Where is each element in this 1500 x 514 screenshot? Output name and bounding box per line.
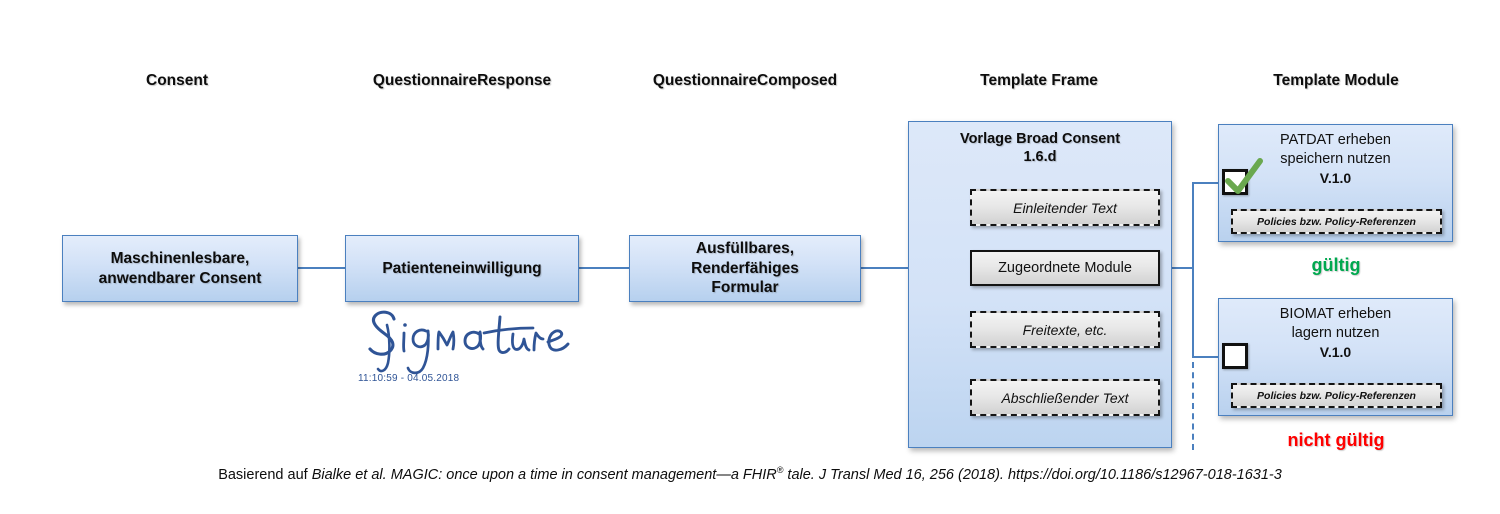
validity-label-patdat: gültig <box>1311 255 1361 275</box>
slot-label: Zugeordnete Module <box>998 260 1132 276</box>
connector-to-biomat <box>1192 356 1220 358</box>
footer-em-dash: — <box>716 466 731 483</box>
registered-mark: ® <box>776 465 784 475</box>
footer-citation: Basierend auf Bialke et al. MAGIC: once … <box>218 465 1282 483</box>
module-policy-slot[interactable]: Policies bzw. Policy-Referenzen <box>1231 383 1442 408</box>
validity-label-biomat: nicht gültig <box>1287 430 1385 450</box>
footer-citation-part-3: tale. J Transl Med 16, 256 (2018). https… <box>783 466 1282 483</box>
module-patdat[interactable]: PATDAT erheben speichern nutzen V.1.0 Po… <box>1218 124 1453 242</box>
frame-slot-closing-text[interactable]: Abschließender Text <box>970 379 1160 416</box>
frame-slot-free-text[interactable]: Freitexte, etc. <box>970 311 1160 348</box>
policy-label: Policies bzw. Policy-Referenzen <box>1257 389 1416 402</box>
slot-label: Einleitender Text <box>1013 199 1117 216</box>
column-header-template-frame: Template Frame <box>980 72 1098 89</box>
handwritten-signature-icon <box>368 310 570 375</box>
node-label: Ausfüllbares, Renderfähiges Formular <box>691 239 799 297</box>
signature-block: 11:10:59 - 04.05.2018 <box>352 303 578 384</box>
connector-composed-to-frame <box>858 267 914 269</box>
footer-citation-part-2: a FHIR <box>730 466 777 483</box>
connector-response-to-composed <box>576 267 632 269</box>
column-header-questionnaire-response: QuestionnaireResponse <box>372 72 552 89</box>
footer-prefix: Basierend auf <box>218 466 312 483</box>
column-header-consent: Consent <box>146 72 208 89</box>
connector-to-patdat <box>1192 182 1220 184</box>
checkbox-patdat[interactable] <box>1222 169 1248 195</box>
column-header-template-module: Template Module <box>1273 72 1399 89</box>
node-machine-readable-consent[interactable]: Maschinenlesbare, anwendbarer Consent <box>62 235 298 302</box>
module-title: PATDAT erheben speichern nutzen <box>1280 132 1391 167</box>
footer-citation-part-1: Bialke et al. MAGIC: once upon a time in… <box>311 466 717 483</box>
column-header-questionnaire-composed: QuestionnaireComposed <box>652 72 838 89</box>
slot-label: Abschließender Text <box>1001 389 1129 406</box>
node-fillable-form[interactable]: Ausfüllbares, Renderfähiges Formular <box>629 235 861 302</box>
connector-dashed-continuation <box>1192 362 1194 450</box>
module-title: BIOMAT erheben lagern nutzen <box>1279 306 1392 341</box>
policy-label: Policies bzw. Policy-Referenzen <box>1257 215 1416 228</box>
node-label: Patienteneinwilligung <box>382 259 542 277</box>
connector-module-stub <box>1152 267 1194 269</box>
frame-title: Vorlage Broad Consent 1.6.d <box>959 131 1121 166</box>
connector-consent-to-response <box>296 267 350 269</box>
frame-slot-intro-text[interactable]: Einleitender Text <box>970 189 1160 226</box>
module-version: V.1.0 <box>1319 169 1352 186</box>
module-policy-slot[interactable]: Policies bzw. Policy-Referenzen <box>1231 209 1442 234</box>
signature-timestamp: 11:10:59 - 04.05.2018 <box>358 373 460 384</box>
module-version: V.1.0 <box>1319 343 1352 360</box>
frame-slot-assigned-module[interactable]: Zugeordnete Module <box>970 250 1160 286</box>
module-biomat[interactable]: BIOMAT erheben lagern nutzen V.1.0 Polic… <box>1218 298 1453 416</box>
node-patient-consent[interactable]: Patienteneinwilligung <box>345 235 579 302</box>
checkbox-biomat[interactable] <box>1222 343 1248 369</box>
slot-label: Freitexte, etc. <box>1022 321 1108 338</box>
connector-module-vertical <box>1192 182 1194 358</box>
node-label: Maschinenlesbare, anwendbarer Consent <box>98 249 262 287</box>
